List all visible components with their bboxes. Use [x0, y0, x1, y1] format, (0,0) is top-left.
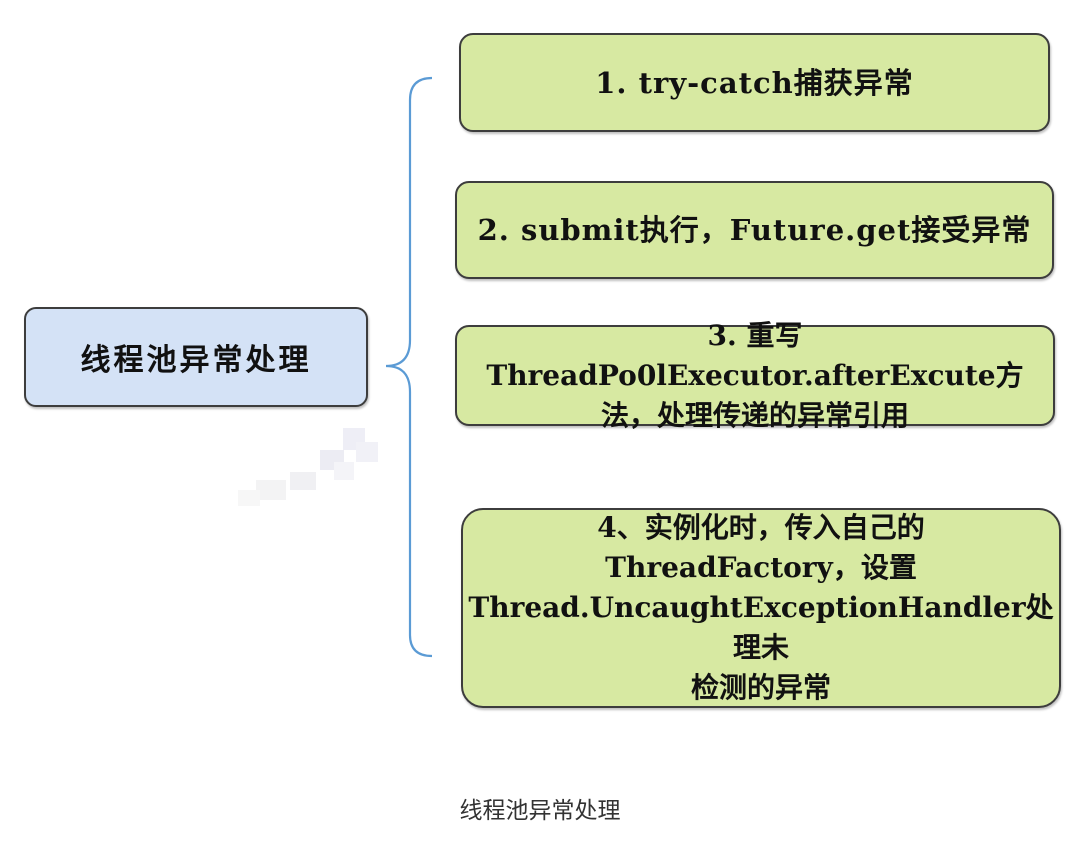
root-node-label: 线程池异常处理: [80, 343, 312, 378]
branch-node-1-label: 1. try-catch捕获异常: [595, 65, 914, 100]
branch-node-2: 2. submit执行，Future.get接受异常: [455, 181, 1054, 279]
branch-node-4: 4、实例化时，传入自己的 ThreadFactory，设置 Thread.Unc…: [461, 508, 1061, 708]
connector-brace: [385, 76, 433, 658]
mosaic-artifact: [238, 428, 378, 506]
branch-node-4-label: 4、实例化时，传入自己的 ThreadFactory，设置 Thread.Unc…: [468, 511, 1054, 704]
branch-node-1: 1. try-catch捕获异常: [459, 33, 1050, 132]
branch-node-3-label: 3. 重写ThreadPo0lExecutor.afterExcute方 法，处…: [486, 318, 1024, 432]
branch-node-3: 3. 重写ThreadPo0lExecutor.afterExcute方 法，处…: [455, 319, 1055, 432]
branch-node-2-label: 2. submit执行，Future.get接受异常: [477, 213, 1032, 247]
root-node: 线程池异常处理: [24, 307, 368, 407]
figure-caption: 线程池异常处理: [459, 798, 621, 824]
connector-brace-path: [385, 76, 433, 658]
